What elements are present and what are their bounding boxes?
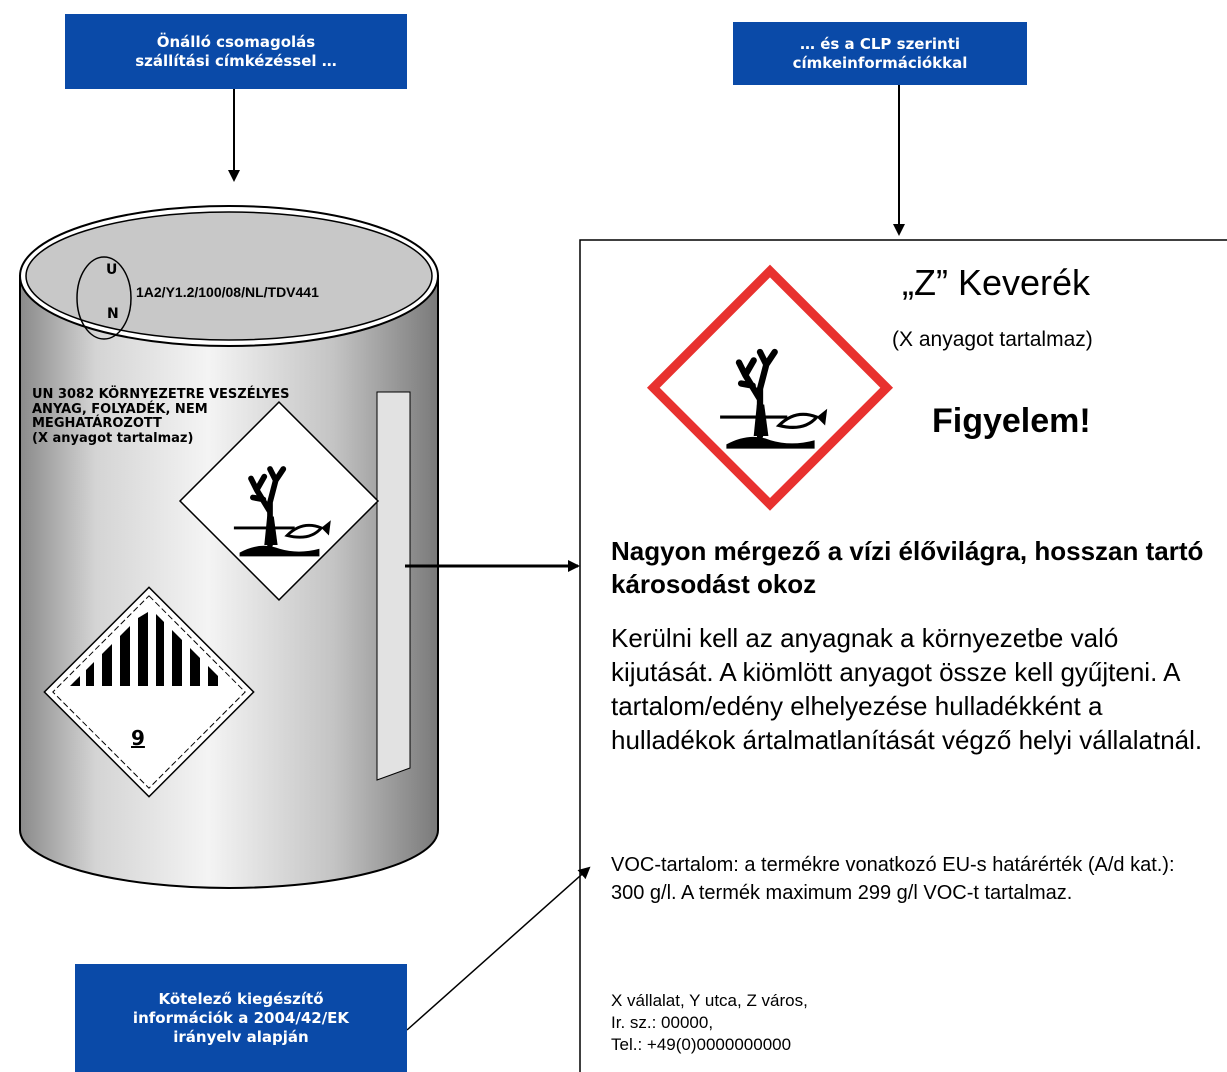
callout-supplementary: Kötelező kiegészítő információk a 2004/4…: [75, 964, 407, 1072]
callout-supplementary-line-2: információk a 2004/42/EK: [132, 1008, 350, 1027]
class-9-placard-icon: [43, 586, 255, 798]
un-letter-u: U: [106, 262, 118, 278]
callout-clp: … és a CLP szerinti címkeinformációkkal: [733, 22, 1027, 85]
shipping-line: (X anyagot tartalmaz): [32, 430, 194, 446]
shipping-line: UN 3082 KÖRNYEZETRE VESZÉLYES: [32, 387, 290, 402]
callout-packaging-line-2: szállítási címkézéssel …: [135, 51, 337, 70]
un-packaging-code: 1A2/Y1.2/100/08/NL/TDV441: [136, 284, 319, 300]
environment-hazard-icon: [178, 400, 380, 602]
shipping-line: ANYAG, FOLYADÉK, NEM: [32, 401, 208, 417]
callout-supplementary-line-3: irányelv alapján: [173, 1027, 309, 1046]
un-letter-n: N: [107, 306, 119, 322]
supplier-line: Ir. sz.: 00000,: [611, 1013, 714, 1032]
supplementary-arrow: [406, 866, 591, 1031]
product-name: „Z” Keverék: [902, 262, 1091, 303]
supplier-line: Tel.: +49(0)0000000000: [611, 1035, 792, 1054]
hazard-statement: Nagyon mérgező a vízi élővilágra, hossza…: [611, 536, 1204, 599]
voc-statement: VOC-tartalom: a termékre vonatkozó EU-s …: [611, 854, 1175, 904]
shipping-line: MEGHATÁROZOTT: [32, 416, 162, 431]
precautionary-statement: Kerülni kell az anyagnak a környezetbe v…: [611, 623, 1203, 755]
callout-clp-line-1: … és a CLP szerinti: [799, 34, 961, 53]
callout-packaging-line-1: Önálló csomagolás: [156, 32, 316, 51]
supplier-line: X vállalat, Y utca, Z város,: [611, 991, 808, 1010]
un-packaging-ellipse: [76, 256, 132, 340]
callout-clp-line-2: címkeinformációkkal: [792, 53, 968, 72]
class-9-number: 9: [131, 726, 145, 750]
callout-supplementary-line-1: Kötelező kiegészítő: [158, 989, 324, 1008]
ghs-environment-icon: [646, 264, 894, 511]
signal-word: Figyelem!: [932, 402, 1091, 440]
clp-label-box: [579, 239, 1227, 1072]
shipping-name-block: UN 3082 KÖRNYEZETRE VESZÉLYES ANYAG, FOL…: [32, 387, 362, 446]
product-subtitle: (X anyagot tartalmaz): [892, 328, 1093, 351]
supplier-info: X vállalat, Y utca, Z város, Ir. sz.: 00…: [611, 990, 808, 1056]
callout-packaging: Önálló csomagolás szállítási címkézéssel…: [65, 14, 407, 89]
drum-side-panel: [376, 391, 411, 781]
drum-lid: [25, 211, 433, 341]
